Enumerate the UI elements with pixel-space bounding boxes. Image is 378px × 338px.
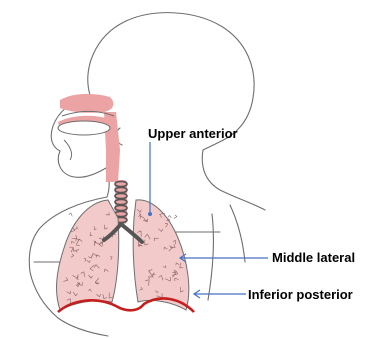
pharynx — [104, 112, 120, 182]
nasal-cavity — [60, 94, 113, 113]
upper-airway — [58, 94, 120, 182]
torso-right-side — [208, 214, 213, 300]
right-shoulder-outline — [202, 150, 265, 210]
label-inferior-posterior: Inferior posterior — [248, 287, 353, 302]
label-middle-lateral: Middle lateral — [272, 250, 355, 265]
lips — [64, 140, 72, 160]
upper-anterior-marker — [148, 212, 152, 216]
tongue — [58, 121, 110, 135]
back-edge — [230, 205, 245, 262]
label-upper-anterior: Upper anterior — [148, 126, 238, 141]
lung-texture-mark — [174, 215, 177, 219]
lung-texture-mark — [168, 215, 171, 217]
lung-texture-mark — [69, 213, 72, 217]
